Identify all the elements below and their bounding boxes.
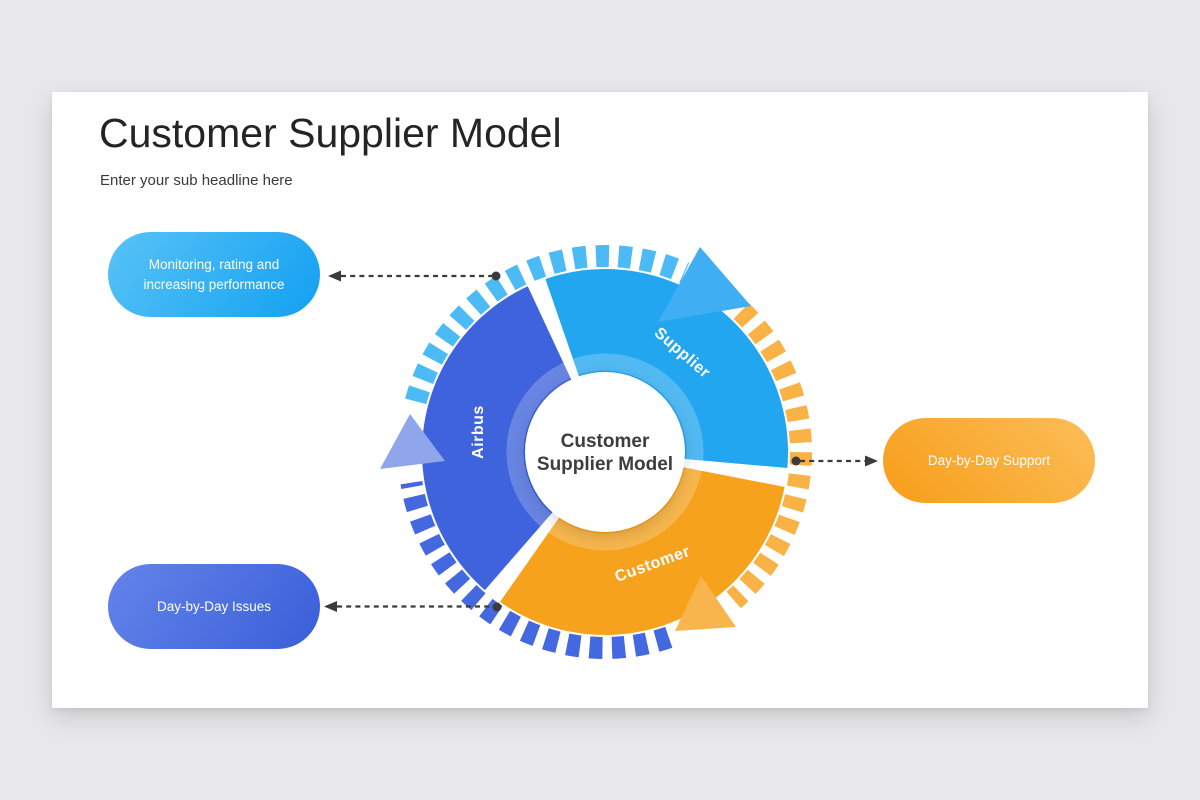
page-subtitle: Enter your sub headline here [100, 172, 293, 189]
callout-support-label: Day-by-Day Support [927, 452, 1051, 468]
callout-monitoring-label: Monitoring, rating and increasing perfor… [143, 256, 285, 292]
callout-issues-label: Day-by-Day Issues [156, 598, 272, 614]
callout-monitoring: Monitoring, rating and increasing perfor… [108, 232, 320, 317]
callout-issues: Day-by-Day Issues [108, 564, 320, 649]
callout-support: Day-by-Day Support [883, 418, 1095, 503]
page-title: Customer Supplier Model [99, 110, 562, 156]
